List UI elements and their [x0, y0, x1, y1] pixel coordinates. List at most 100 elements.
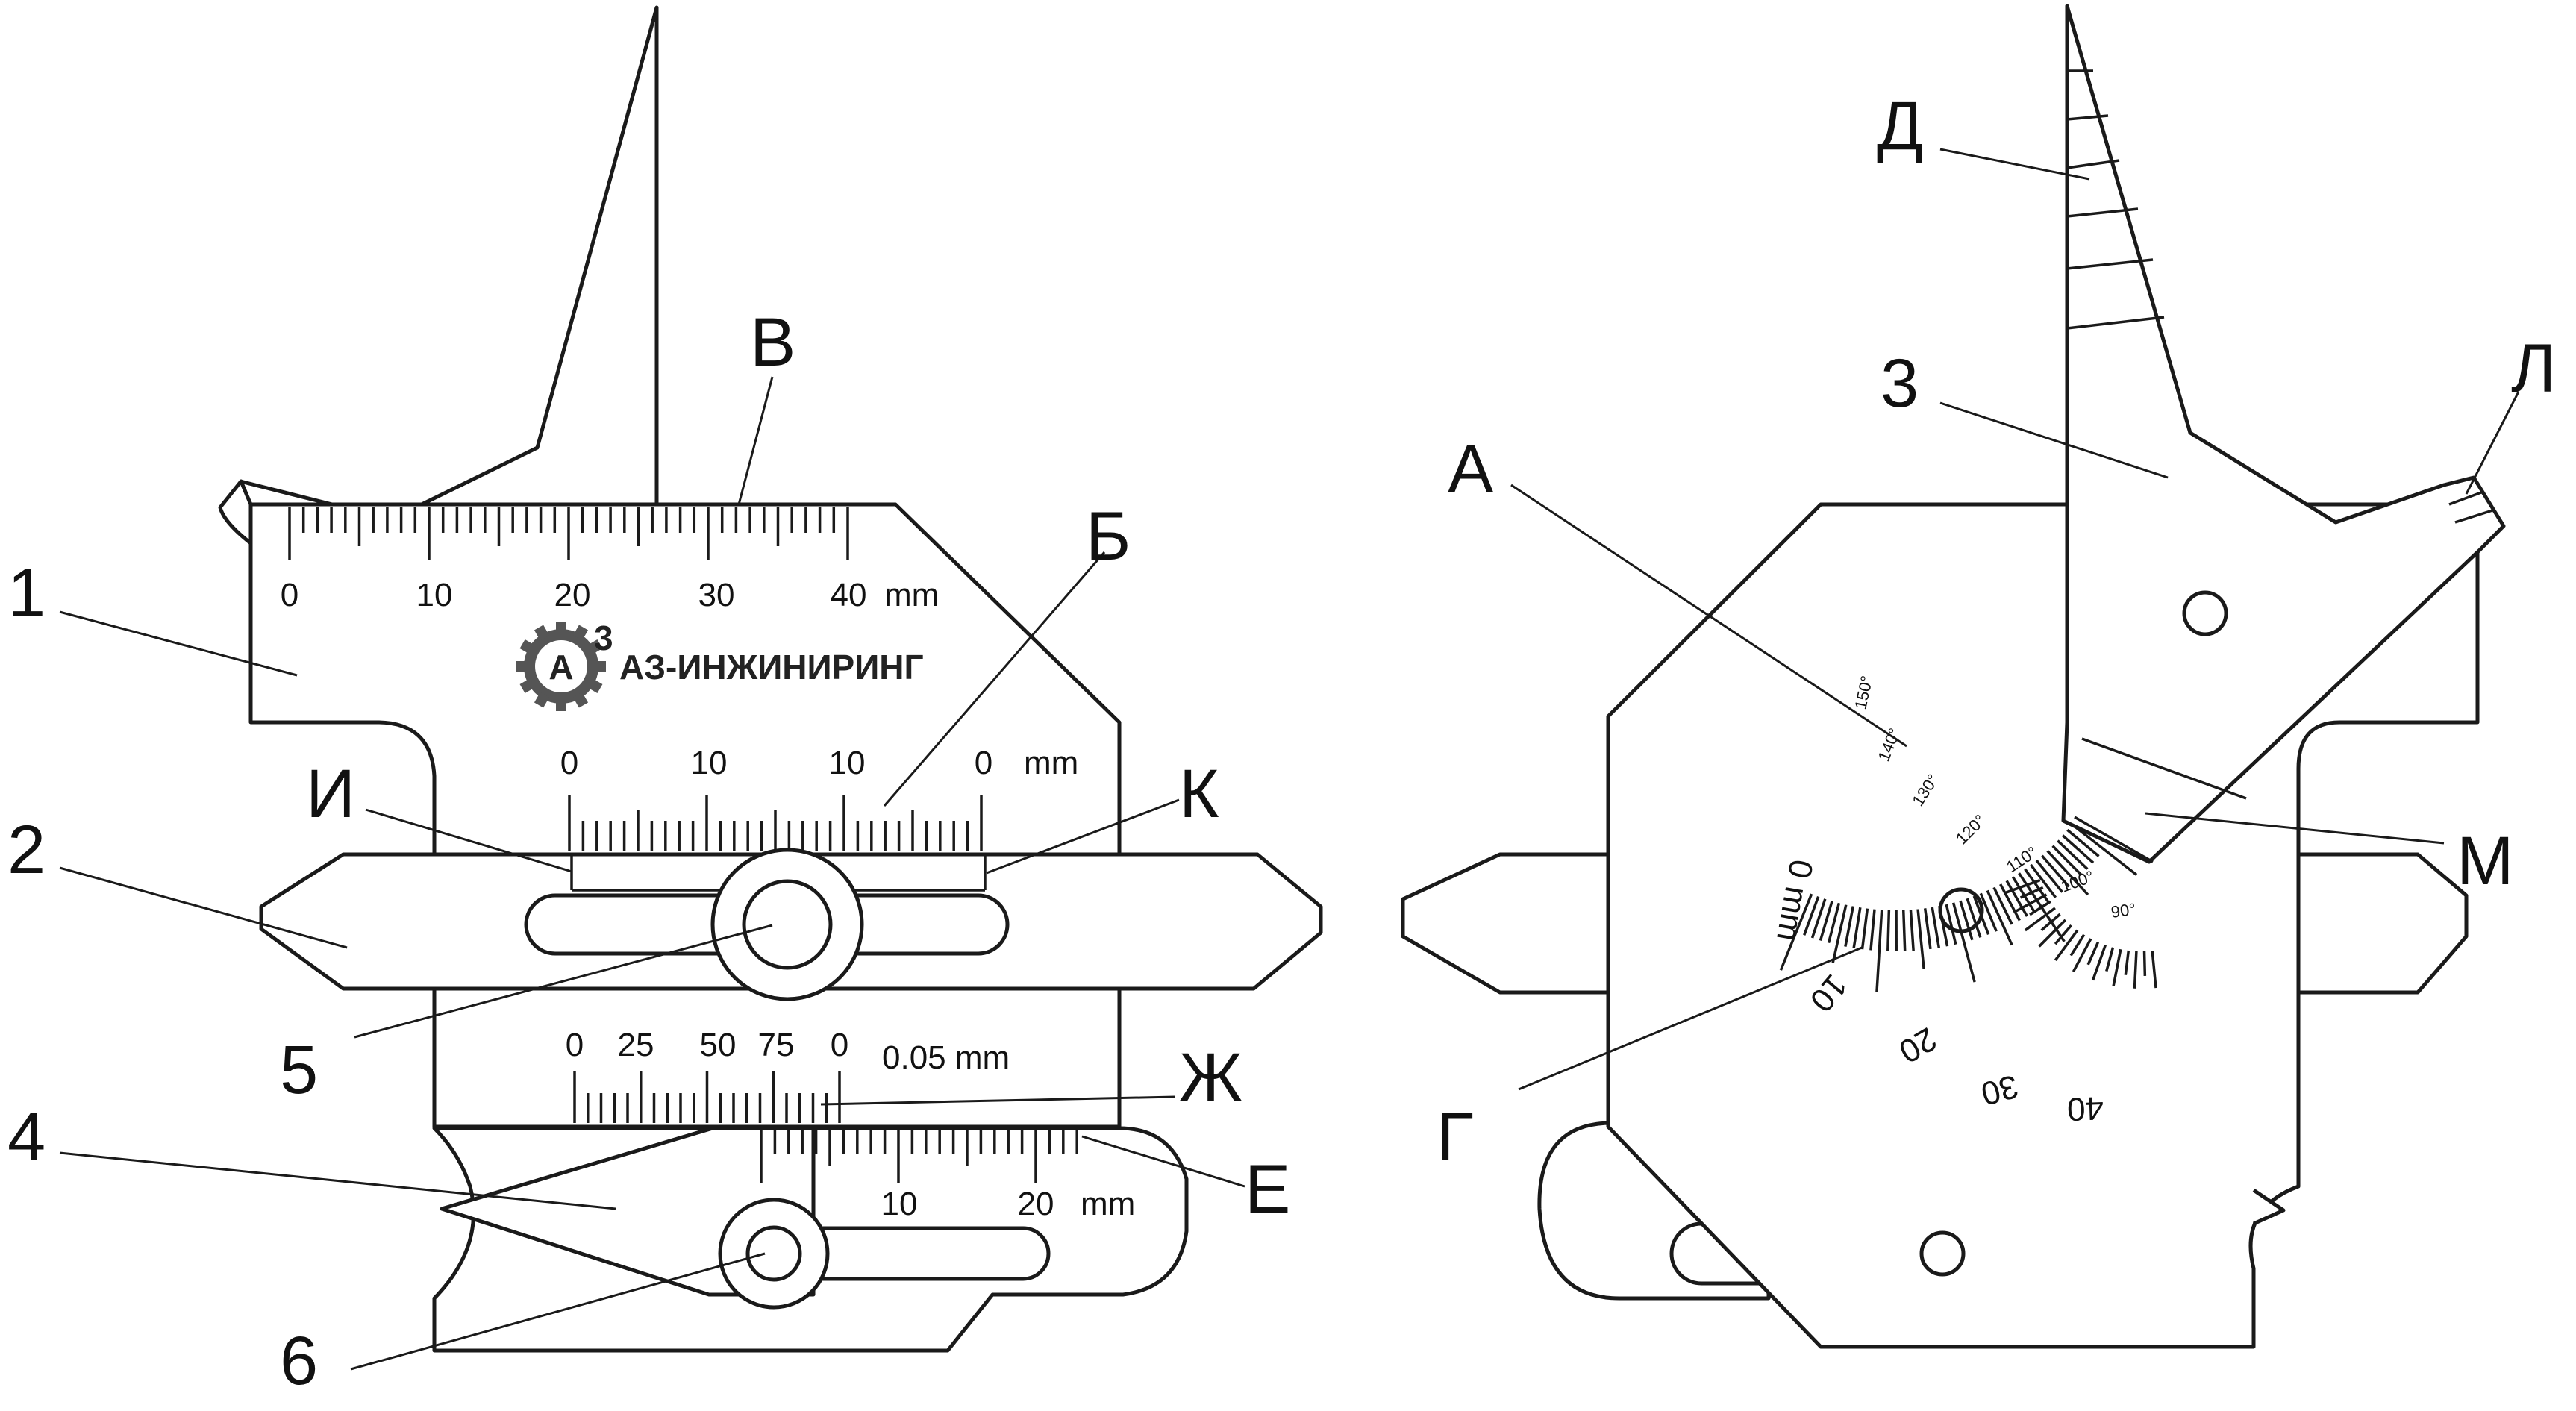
angle-tick — [2024, 907, 2056, 932]
top-ruler-label-20: 20 — [554, 577, 591, 613]
blade-hatch-mark — [2066, 258, 2154, 270]
top-ruler-label-40: 40 — [831, 577, 867, 613]
callout-V: В — [750, 304, 795, 381]
vernier-label-0: 0 — [566, 1027, 584, 1063]
gear-teeth — [516, 622, 606, 711]
lower-ruler-label-20: 20 — [1018, 1186, 1054, 1222]
arc-tick — [1966, 898, 1982, 938]
callout-G: Г — [1437, 1099, 1474, 1175]
arc-tick — [2071, 823, 2138, 876]
arc-tick — [1901, 910, 1907, 951]
right-bar-right-end — [2296, 852, 2469, 995]
vernier-label-0b: 0 — [831, 1027, 848, 1063]
gear-tooth — [572, 625, 589, 641]
arc-tick — [2041, 854, 2070, 888]
callout-E: Е — [1245, 1151, 1290, 1227]
lower-ruler-ticks — [760, 1130, 1078, 1183]
leader-6 — [350, 1252, 766, 1371]
arc-tick — [1875, 910, 1883, 992]
leader-2 — [59, 866, 348, 949]
arc-tick — [2051, 845, 2083, 876]
middle-scale-label-0b: 0 — [975, 745, 992, 781]
callout-K: К — [1179, 756, 1219, 832]
callout-2: 2 — [7, 812, 46, 888]
arc-tick — [2066, 828, 2100, 857]
arc-tick — [1986, 889, 2013, 946]
leader-A — [1510, 484, 1907, 748]
arc-tick — [1931, 907, 1941, 948]
leader-4 — [59, 1151, 616, 1210]
right-notch — [2252, 1188, 2286, 1226]
blade-hatch-mark — [2066, 114, 2109, 121]
l-marks — [2448, 491, 2493, 524]
gear-tooth — [534, 625, 550, 641]
angle-tick — [2124, 950, 2130, 975]
side-tab-1 — [218, 479, 253, 545]
arc-tick — [1938, 905, 1949, 947]
gear-tooth — [519, 678, 536, 694]
brand-logo: А 3 — [516, 619, 613, 711]
arc-tick — [2035, 859, 2064, 893]
arc-tick — [2029, 863, 2057, 898]
callout-5: 5 — [280, 1032, 318, 1108]
blade-hatch-mark — [2066, 207, 2139, 218]
vernier-resolution: 0.05 mm — [882, 1039, 1010, 1076]
arc-tick — [2057, 839, 2089, 870]
middle-scale-unit: mm — [1024, 745, 1078, 781]
arc-tick — [1945, 904, 1957, 945]
side-tab-edge — [240, 479, 333, 507]
gear-tooth — [519, 639, 536, 655]
arc-tick — [2018, 872, 2066, 942]
top-ruler-unit: mm — [884, 577, 939, 613]
callout-1: 1 — [7, 555, 46, 631]
arc-tick — [1886, 910, 1891, 951]
callout-labels: 1 2 4 5 6 В Б И К Ж Е А Д 3 Л М Г — [7, 88, 2556, 1399]
angle-tick — [2054, 924, 2072, 945]
top-ruler-label-30: 30 — [698, 577, 735, 613]
top-ruler-label-0: 0 — [281, 577, 298, 613]
screw-6-inner — [745, 1225, 802, 1282]
callout-L: Л — [2511, 331, 2556, 407]
arc-tick — [1819, 901, 1833, 941]
middle-scale-label-0a: 0 — [560, 745, 578, 781]
vernier-ticks — [573, 1071, 841, 1123]
lower-ruler-unit: mm — [1081, 1186, 1135, 1222]
leader-M — [2145, 812, 2445, 845]
left-gauge: 0 10 20 30 40 mm 0 10 10 0 mm 0 25 50 75… — [218, 5, 1323, 1353]
angle-tick — [2151, 951, 2157, 989]
callout-3: 3 — [1881, 345, 1919, 422]
blade-hatch-mark — [2066, 316, 2165, 330]
lower-ruler-label-10: 10 — [881, 1186, 918, 1222]
blade-1 — [419, 5, 659, 507]
arc-tick — [2024, 868, 2050, 904]
leader-G — [1518, 946, 1863, 1091]
leader-L — [2465, 391, 2520, 495]
angle-tick — [2054, 929, 2079, 961]
arc-tick — [1923, 908, 1932, 950]
angle-tick — [2069, 933, 2086, 957]
logo-letter: А — [548, 648, 573, 686]
leader-B — [883, 551, 1106, 807]
callout-A: А — [1448, 431, 1494, 507]
middle-scale-label-10b: 10 — [829, 745, 866, 781]
angle-tick — [2072, 938, 2092, 972]
leader-D — [1939, 148, 2090, 181]
leader-1 — [59, 610, 298, 677]
arc-tick — [1869, 909, 1876, 951]
callout-B: Б — [1086, 498, 1131, 575]
hole-upper — [2182, 590, 2228, 636]
angle-tick — [2112, 948, 2122, 986]
leader-3 — [1939, 401, 2169, 479]
leader-5 — [354, 924, 773, 1039]
gear-tooth — [534, 692, 550, 708]
hole-lower — [1919, 1230, 1966, 1277]
gear-tooth — [556, 622, 566, 633]
arc-tick — [1852, 907, 1862, 948]
arc-tick — [1860, 908, 1869, 950]
angle-tick — [2029, 900, 2051, 916]
arc-tick — [1831, 904, 1848, 964]
arc-tick — [1803, 896, 1820, 936]
leader-lines — [59, 148, 2520, 1371]
